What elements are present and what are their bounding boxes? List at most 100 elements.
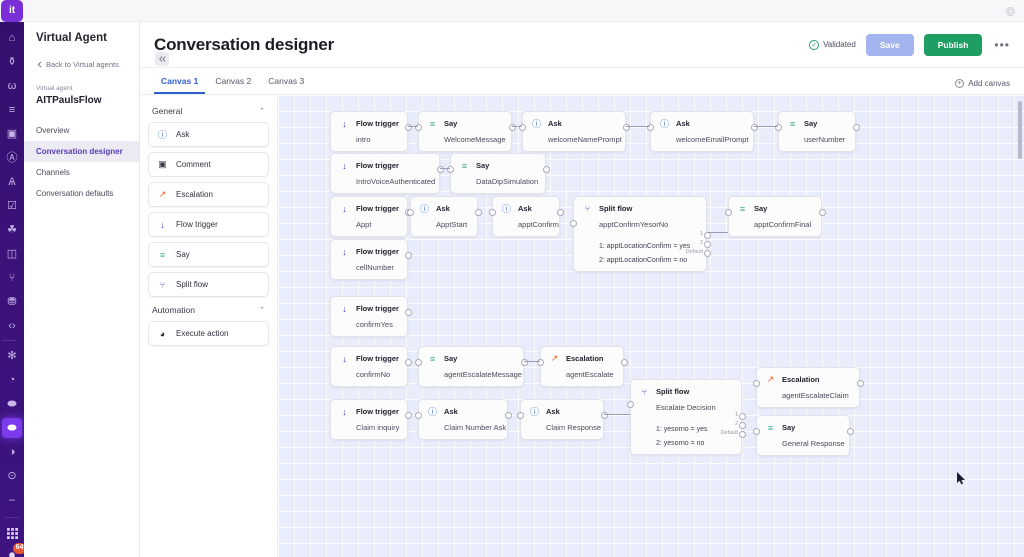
clipboard-icon[interactable]: ☑ [7, 199, 17, 212]
save-button[interactable]: Save [865, 33, 914, 56]
grid-apps-icon[interactable] [2, 523, 22, 543]
node-output-port[interactable] [404, 358, 412, 366]
palette-group-automation[interactable]: Automation⌃ [148, 302, 269, 321]
palette-group-general[interactable]: General⌃ [148, 103, 269, 122]
node-output-port[interactable] [520, 358, 528, 366]
node-output-port[interactable] [818, 208, 826, 216]
contact-card-icon[interactable]: ▣ [6, 127, 18, 140]
palette-item-flow-trigger[interactable]: ↓Flow trigger [148, 212, 269, 237]
node-output-port[interactable] [542, 165, 550, 173]
vertical-scrollbar[interactable] [1018, 101, 1022, 159]
node-output-port[interactable] [508, 123, 516, 131]
code-icon[interactable]: ‹› [8, 319, 16, 332]
tab-canvas-2[interactable]: Canvas 2 [215, 76, 252, 86]
node-output-port[interactable] [622, 123, 630, 131]
back-to-virtual-agents-link[interactable]: « Back to Virtual agents [24, 60, 139, 69]
node-output-port[interactable] [404, 411, 412, 419]
compass-icon[interactable]: ⊙ [7, 469, 17, 482]
node-output-port[interactable] [620, 358, 628, 366]
node-input-port[interactable] [488, 208, 496, 216]
node-output-port[interactable] [556, 208, 564, 216]
palette-item-say[interactable]: ≡Say [148, 242, 269, 267]
tab-canvas-1[interactable]: Canvas 1 [154, 76, 206, 94]
node-input-port[interactable] [414, 123, 422, 131]
node-output-port[interactable] [750, 123, 758, 131]
tab-canvas-3[interactable]: Canvas 3 [268, 76, 305, 86]
palette-item-comment[interactable]: ▣Comment [148, 152, 269, 177]
split-output-port-1[interactable] [703, 232, 711, 239]
chat-icon[interactable]: ⬬ [7, 397, 17, 410]
split-output-port-2[interactable] [703, 241, 711, 248]
split-output-port-2[interactable] [738, 422, 746, 429]
split-output-port-default[interactable] [703, 250, 711, 257]
node-input-port[interactable] [414, 358, 422, 366]
more-options-icon[interactable]: ••• [994, 37, 1010, 52]
agent-icon[interactable]: ⚱ [7, 55, 17, 68]
node-input-port[interactable] [414, 411, 422, 419]
sidebar-item-overview[interactable]: Overview [36, 126, 70, 135]
node-input-port[interactable] [646, 123, 654, 131]
people-icon[interactable]: Ѧ [8, 175, 16, 188]
headset-icon[interactable]: ω [7, 79, 17, 92]
node-input-port[interactable] [752, 379, 760, 387]
speed-icon[interactable]: ◑ [8, 445, 16, 458]
node-output-port[interactable] [856, 379, 864, 387]
node-input-port[interactable] [626, 401, 634, 408]
palette-item-split-flow[interactable]: ⑂Split flow [148, 272, 269, 297]
product-logo[interactable]: it [1, 0, 23, 22]
virtual-agent-icon[interactable]: ⬬ [2, 418, 22, 438]
palette-item-execute-action[interactable]: ◕Execute action [148, 321, 269, 346]
user-circle-icon[interactable]: Ⓐ [6, 151, 18, 164]
node-output-port[interactable] [404, 251, 412, 259]
home-icon[interactable]: ⌂ [8, 31, 16, 44]
add-canvas-button[interactable]: + Add canvas [955, 79, 1010, 94]
gauge-icon[interactable]: ◔ [8, 373, 16, 386]
node-input-port[interactable] [446, 165, 454, 173]
flow-icon[interactable]: ⑂ [8, 271, 16, 284]
node-output-port[interactable] [404, 123, 412, 131]
sidebar-item-channels[interactable]: Channels [36, 168, 70, 177]
notifications-button[interactable]: 64 [2, 543, 24, 557]
node-input-port[interactable] [752, 427, 760, 435]
trophy-icon[interactable]: ☘ [7, 223, 17, 236]
node-input-port[interactable] [569, 220, 577, 227]
globe-icon[interactable] [1005, 4, 1016, 22]
node-output-port[interactable] [852, 123, 860, 131]
node-input-port[interactable] [774, 123, 782, 131]
node-output-port[interactable] [846, 427, 854, 435]
queue-icon[interactable]: ≡ [8, 103, 16, 116]
palette-item-escalation[interactable]: ↗Escalation [148, 182, 269, 207]
split-output-port-default[interactable] [738, 431, 746, 438]
node-input-port[interactable] [536, 358, 544, 366]
node-input-port[interactable] [516, 411, 524, 419]
node-output-port[interactable] [436, 165, 444, 173]
book-icon[interactable]: ◫ [6, 247, 18, 260]
node-output-port[interactable] [474, 208, 482, 216]
database-icon[interactable]: ⛃ [7, 295, 17, 308]
integrations-icon[interactable]: ✻ [7, 349, 17, 362]
node-input-port[interactable] [406, 208, 414, 216]
node-output-port[interactable] [404, 308, 412, 316]
sidebar-item-conversation-defaults[interactable]: Conversation defaults [36, 189, 114, 198]
more-icon[interactable]: – [8, 493, 16, 506]
